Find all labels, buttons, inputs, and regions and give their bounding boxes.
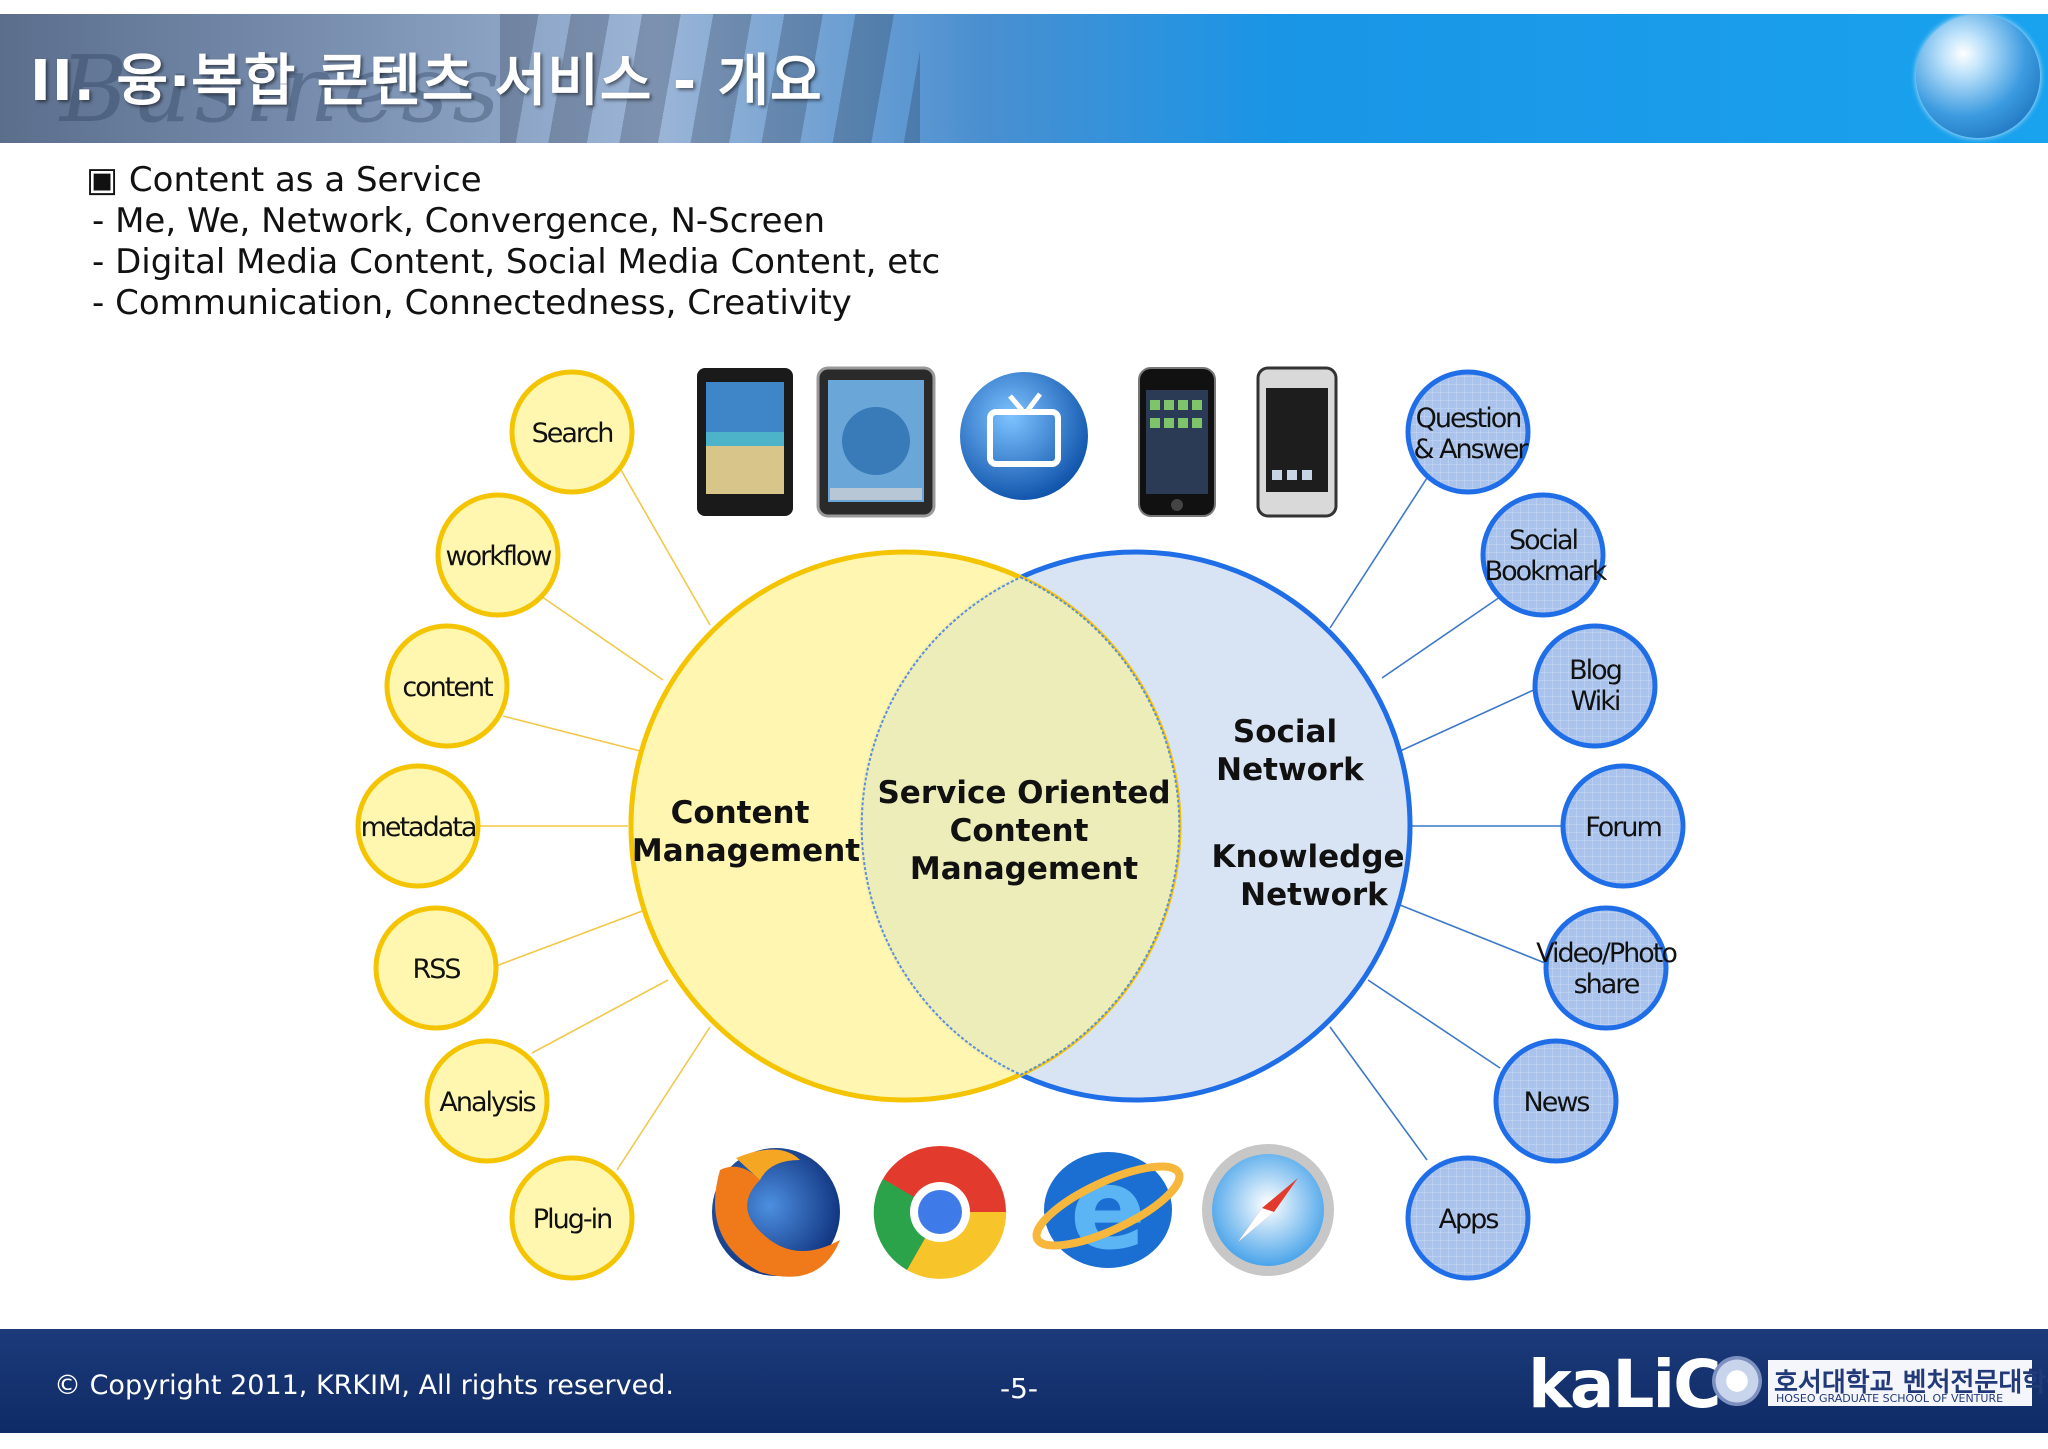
bullet-item: - Me, We, Network, Convergence, N-Screen xyxy=(92,201,826,241)
node-question: Question xyxy=(1416,403,1521,434)
copyright-text: © Copyright 2011, KRKIM, All rights rese… xyxy=(54,1370,674,1401)
header-banner: Business xyxy=(0,14,2048,143)
node-news: News xyxy=(1524,1087,1590,1118)
firefox-icon xyxy=(712,1148,840,1277)
knowledge-network-label: Network xyxy=(1240,877,1389,913)
node-content: content xyxy=(402,672,493,703)
left-nodes xyxy=(355,369,635,1281)
node-answer: & Answer xyxy=(1413,434,1529,465)
left-connectors xyxy=(475,462,711,1171)
node-search: Search xyxy=(532,418,613,449)
tv-icon xyxy=(960,372,1088,500)
content-management-label: Management xyxy=(632,833,860,869)
university-seal-icon xyxy=(1712,1356,1762,1406)
knowledge-network-label: Knowledge xyxy=(1211,839,1404,875)
bullet-item: - Digital Media Content, Social Media Co… xyxy=(92,242,941,282)
content-management-label: Content xyxy=(671,795,810,831)
node-bookmark: Bookmark xyxy=(1485,556,1608,587)
right-connectors xyxy=(1329,477,1562,1161)
safari-icon xyxy=(1202,1144,1334,1276)
bullet-item: - Communication, Connectedness, Creativi… xyxy=(92,283,852,323)
node-video-photo: Video/Photo xyxy=(1536,938,1677,969)
kalic-logo: kaLiC xyxy=(1528,1346,1722,1423)
chrome-icon xyxy=(873,1146,1007,1279)
node-share: share xyxy=(1574,969,1640,1000)
service-oriented-label: Service Oriented xyxy=(877,775,1170,811)
service-oriented-label: Management xyxy=(910,851,1138,887)
page-title: II. 융·복합 콘텐츠 서비스 - 개요 xyxy=(30,49,823,114)
overlap-region xyxy=(860,576,1181,1076)
social-network-label: Network xyxy=(1216,752,1365,788)
right-nodes xyxy=(1405,369,1686,1281)
bullet-heading: ▣ Content as a Service xyxy=(86,160,482,200)
internet-explorer-icon: e xyxy=(1032,1145,1184,1275)
smartphone-icon xyxy=(1256,366,1338,518)
node-wiki: Wiki xyxy=(1571,686,1620,717)
university-badge xyxy=(1768,1360,2032,1406)
svg-text:e: e xyxy=(1070,1145,1146,1275)
node-blog: Blog xyxy=(1569,655,1621,686)
page-number: -5- xyxy=(1000,1372,1039,1405)
footer-bar xyxy=(0,1329,2048,1433)
node-rss: RSS xyxy=(412,954,460,985)
node-apps: Apps xyxy=(1439,1204,1499,1235)
node-analysis: Analysis xyxy=(439,1087,535,1118)
node-forum: Forum xyxy=(1585,812,1661,843)
university-name: 호서대학교 벤처전문대학원 xyxy=(1774,1368,2048,1398)
globe-icon xyxy=(1916,14,2040,138)
social-network-label: Social xyxy=(1233,714,1337,750)
keyboard-background xyxy=(500,14,920,143)
node-metadata: metadata xyxy=(361,812,476,843)
node-workflow: workflow xyxy=(446,541,552,572)
iphone-icon xyxy=(1138,367,1216,517)
ipad-icon xyxy=(816,366,936,518)
node-plug-in: Plug-in xyxy=(533,1204,611,1235)
node-social: Social xyxy=(1509,525,1577,556)
background-watermark: Business xyxy=(60,36,504,143)
university-name-en: HOSEO GRADUATE SCHOOL OF VENTURE xyxy=(1776,1392,2004,1405)
tablet-icon xyxy=(697,368,793,516)
service-oriented-label: Content xyxy=(950,813,1089,849)
